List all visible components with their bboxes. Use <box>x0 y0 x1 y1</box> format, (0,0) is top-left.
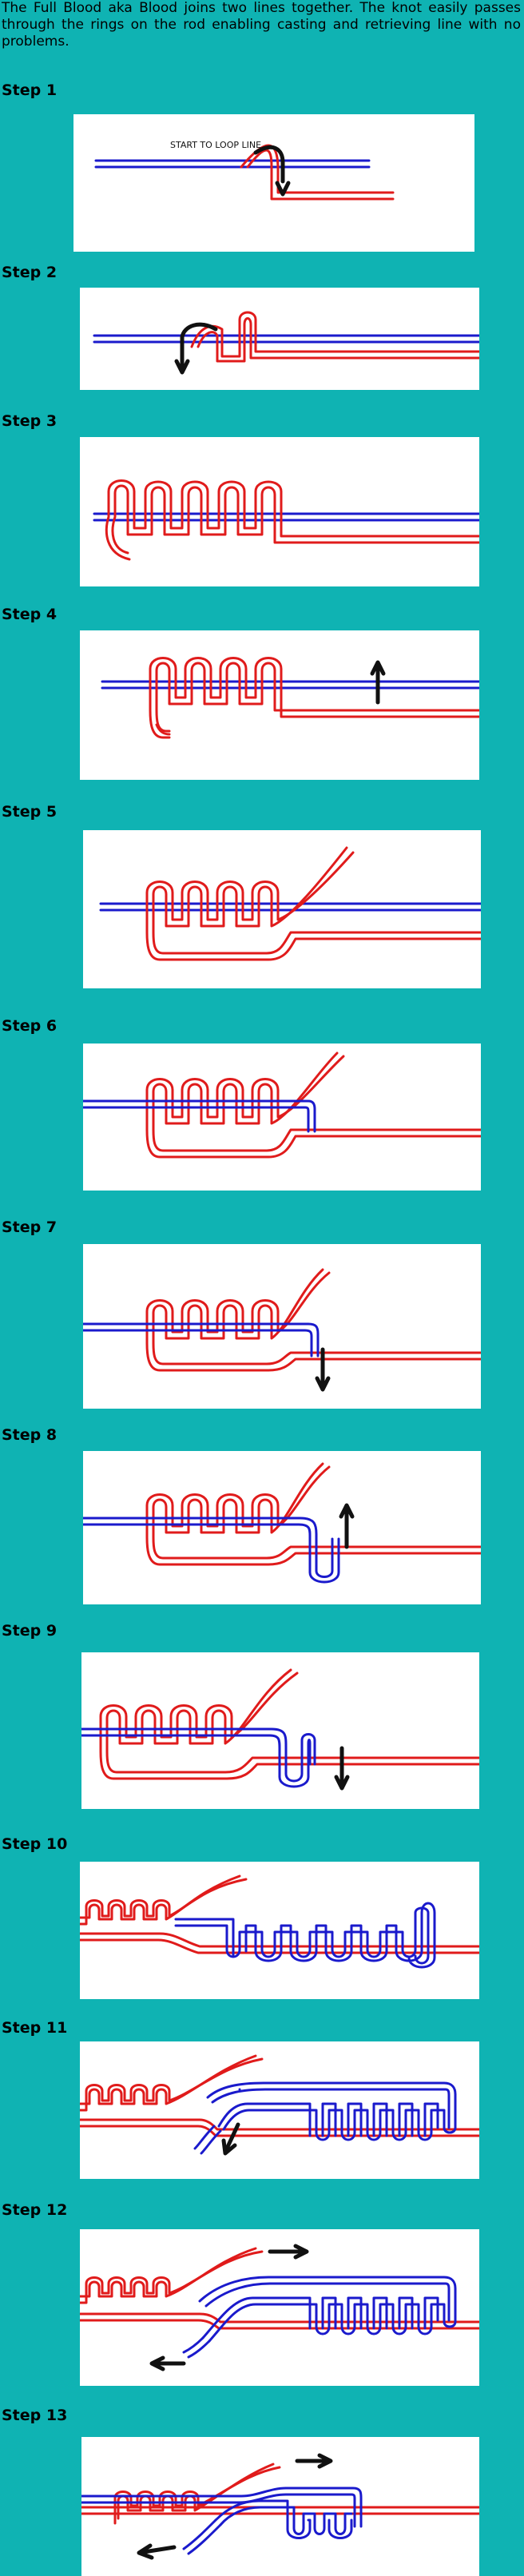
step-7-diagram <box>83 1244 481 1409</box>
step-12-label: Step 12 <box>2 2201 68 2219</box>
step-6-diagram <box>83 1044 481 1191</box>
step-9-diagram <box>81 1652 479 1809</box>
step-5-diagram <box>83 830 481 988</box>
step-3-label: Step 3 <box>2 412 58 430</box>
step-1-diagram: START TO LOOP LINE <box>73 114 474 252</box>
step-2-diagram <box>80 288 479 390</box>
loop-arrow <box>253 145 285 184</box>
step-6-label: Step 6 <box>2 1017 58 1035</box>
start-loop-note: START TO LOOP LINE <box>170 140 261 150</box>
step-13-diagram <box>81 2437 479 2576</box>
step-10-diagram <box>80 1862 479 1999</box>
step-10-label: Step 10 <box>2 1835 68 1853</box>
step-9-label: Step 9 <box>2 1622 58 1640</box>
step-8-label: Step 8 <box>2 1426 58 1444</box>
step-13-label: Step 13 <box>2 2407 68 2424</box>
step-7-label: Step 7 <box>2 1218 58 1236</box>
step-11-diagram <box>80 2041 479 2179</box>
step-3-diagram <box>80 437 479 586</box>
step-4-label: Step 4 <box>2 606 58 623</box>
step-1-label: Step 1 <box>2 81 58 99</box>
step-12-diagram <box>80 2229 479 2386</box>
step-8-diagram <box>83 1451 481 1604</box>
intro-text: The Full Blood aka Blood joins two lines… <box>2 0 521 50</box>
step-11-label: Step 11 <box>2 2019 68 2037</box>
step-5-label: Step 5 <box>2 803 58 821</box>
step-2-label: Step 2 <box>2 264 58 281</box>
step-4-diagram <box>80 630 479 780</box>
